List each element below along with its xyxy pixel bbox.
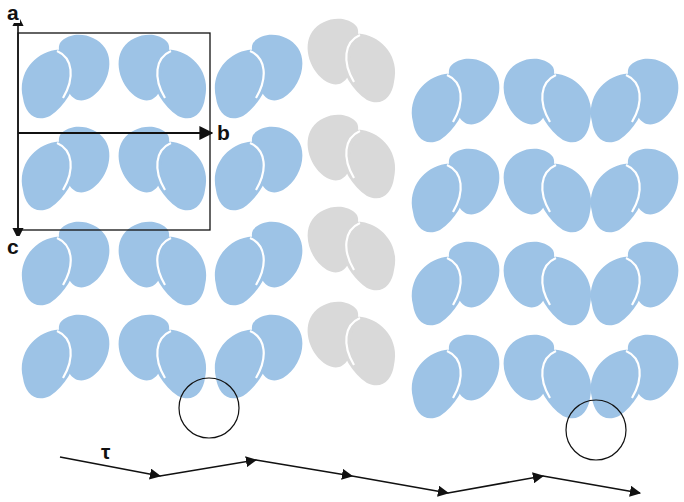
- molecule-seam: [57, 143, 71, 190]
- molecule: [591, 149, 679, 232]
- molecule: [412, 149, 500, 232]
- axis-a: [17, 16, 19, 133]
- molecule-seam: [157, 51, 171, 98]
- molecule: [591, 59, 679, 142]
- tau-arrow: [352, 476, 448, 493]
- molecule: [22, 35, 110, 118]
- molecule-seam: [542, 351, 556, 398]
- molecule: [119, 222, 207, 305]
- molecule-seam: [57, 51, 71, 98]
- molecule-seam: [250, 238, 264, 285]
- molecule: [215, 315, 303, 398]
- molecule-seam: [542, 258, 556, 305]
- molecule: [308, 302, 396, 385]
- molecule-seam: [346, 35, 360, 82]
- molecule-seam: [542, 165, 556, 212]
- molecule-seam: [157, 331, 171, 378]
- axis-label: a: [6, 2, 20, 23]
- molecule: [504, 59, 592, 142]
- molecule: [308, 115, 396, 198]
- molecule: [504, 242, 592, 325]
- tau-arrow: [543, 476, 640, 493]
- molecule-seam: [626, 258, 640, 305]
- axis-c: [17, 133, 19, 238]
- contact-circle: [179, 378, 239, 438]
- molecule-seam: [346, 318, 360, 365]
- unit-cell: [18, 33, 210, 230]
- axis-label: c: [6, 236, 20, 257]
- molecule-seam: [250, 143, 264, 190]
- molecule-seam: [626, 75, 640, 122]
- molecule-seam: [447, 75, 461, 122]
- molecule: [22, 127, 110, 210]
- molecule-layer: [22, 19, 679, 418]
- molecule-seam: [447, 258, 461, 305]
- molecule-seam: [346, 223, 360, 270]
- molecule: [22, 315, 110, 398]
- molecule-seam: [346, 131, 360, 178]
- molecule: [591, 242, 679, 325]
- tau-zigzag: [60, 457, 640, 493]
- molecule: [215, 222, 303, 305]
- molecule: [22, 222, 110, 305]
- molecule: [119, 315, 207, 398]
- tau-arrow: [448, 476, 543, 493]
- molecule-seam: [57, 238, 71, 285]
- molecule: [308, 19, 396, 102]
- molecule: [591, 335, 679, 418]
- molecule: [412, 242, 500, 325]
- molecule: [412, 335, 500, 418]
- axis-b: [18, 132, 212, 134]
- molecule-seam: [542, 75, 556, 122]
- axis-label: b: [216, 122, 231, 143]
- molecule-seam: [626, 165, 640, 212]
- molecule-seam: [626, 351, 640, 398]
- molecule-seam: [157, 238, 171, 285]
- molecule-seam: [250, 51, 264, 98]
- molecule-seam: [447, 351, 461, 398]
- molecule-seam: [157, 143, 171, 190]
- molecule-seam: [250, 331, 264, 378]
- molecule: [215, 35, 303, 118]
- axis-label: τ: [100, 441, 111, 462]
- molecule-seam: [57, 331, 71, 378]
- molecule: [504, 149, 592, 232]
- molecule: [119, 127, 207, 210]
- contact-circle: [566, 400, 626, 460]
- tau-arrow: [160, 460, 256, 476]
- molecule: [119, 35, 207, 118]
- molecule: [412, 59, 500, 142]
- molecule: [308, 207, 396, 290]
- molecule-seam: [447, 165, 461, 212]
- tau-arrow: [256, 460, 352, 476]
